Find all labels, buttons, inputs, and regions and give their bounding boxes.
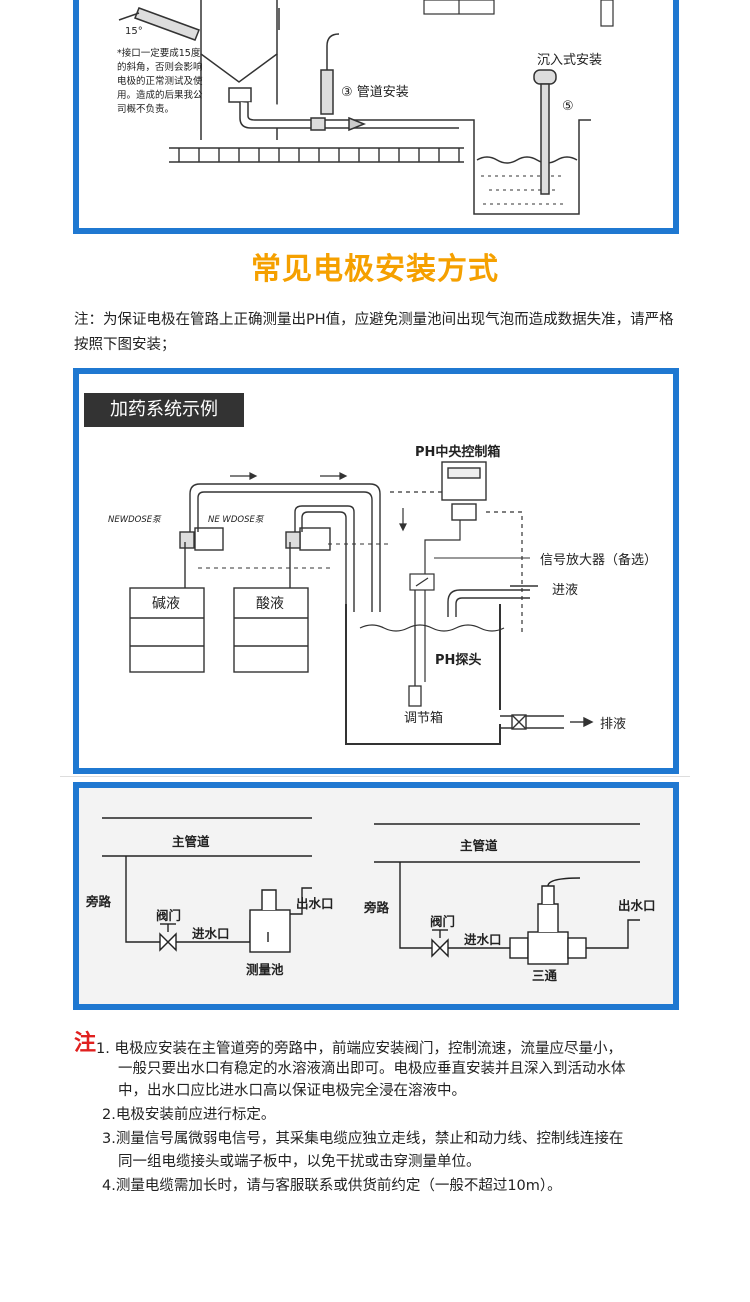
- acid-label: 酸液: [256, 596, 284, 612]
- right-main-pipe: 主管道: [460, 838, 498, 853]
- amplifier-label: 信号放大器（备选）: [540, 552, 657, 568]
- svg-text:电极的正常测试及使: 电极的正常测试及使: [117, 75, 203, 87]
- submerged-number: ⑤: [562, 99, 574, 114]
- angled-electrode: [118, 7, 200, 41]
- ground-line: [169, 147, 464, 163]
- alkali-barrel: [129, 587, 205, 673]
- pump-1: [179, 527, 224, 551]
- left-valve: 阀门: [156, 908, 181, 923]
- amplifier-box: [409, 573, 435, 591]
- top-right-fixtures: [423, 0, 614, 27]
- right-bypass-label: 旁路: [363, 900, 390, 915]
- note-1-line-3: 中，出水口应比进水口高以保证电极完全浸在溶液中。: [118, 1083, 466, 1099]
- submerged-electrode: [533, 69, 557, 195]
- feed-lines: [184, 483, 390, 612]
- tank: [200, 0, 280, 140]
- note-intro: 注：为保证电极在管路上正确测量出PH值，应避免测量池间出现气泡而造成数据失准，请…: [74, 312, 674, 353]
- note-1-line-1: 1. 电极应安装在主管道旁的旁路中，前端应安装阀门，控制流速，流量应尽量小，: [96, 1041, 622, 1057]
- controller-label: PH中央控制箱: [415, 444, 500, 460]
- left-main-pipe: 主管道: [172, 834, 210, 849]
- alkali-label: 碱液: [152, 596, 180, 612]
- notes-mark: 注: [74, 1031, 97, 1056]
- acid-barrel: [233, 587, 309, 673]
- dosing-frame: [73, 368, 679, 774]
- svg-text:用。造成的后果我公: 用。造成的后果我公: [117, 89, 203, 101]
- left-bypass: [102, 817, 312, 953]
- submerged-tank: [459, 119, 591, 215]
- svg-text:*接口一定要成15度: *接口一定要成15度: [117, 47, 201, 59]
- bypass-frame: [73, 782, 679, 1010]
- pipe-install-label: ③ 管道安装: [341, 85, 409, 100]
- left-inlet: 进水口: [192, 926, 230, 941]
- warning-text: *接口一定要成15度 的斜角，否则会影响 电极的正常测试及使 用。造成的后果我公…: [117, 47, 203, 115]
- dosing-title: 加药系统示例: [84, 393, 244, 427]
- probe: [408, 590, 422, 707]
- controller-wiring: [390, 491, 523, 682]
- svg-text:的斜角，否则会影响: 的斜角，否则会影响: [117, 61, 203, 73]
- section-title: 常见电极安装方式: [251, 252, 499, 287]
- left-cell: 测量池: [246, 962, 284, 977]
- pump1-label: NEWDOSE泵: [108, 515, 162, 525]
- right-tee: 三通: [532, 968, 558, 983]
- inlet-pipe: [447, 585, 538, 617]
- note-3-line-2: 同一组电缆接头或端子板中，以免干扰或击穿测量单位。: [118, 1154, 481, 1170]
- right-valve: 阀门: [430, 914, 455, 929]
- drain-label: 排液: [600, 717, 626, 732]
- tank-label: 调节箱: [404, 710, 443, 726]
- pipe-electrode: [320, 33, 340, 115]
- bypass-diagram: 主管道 旁路 阀门 进水口 出水口 测量池 主管道 旁路 阀门 进水口 出水口 …: [85, 817, 656, 983]
- flow-arrows: [230, 472, 407, 532]
- pump2-label: NE WDOSE泵: [208, 515, 265, 525]
- dosing-diagram: PH中央控制箱 NEWDOSE泵 NE WDOSE泵 碱液 酸液: [108, 444, 657, 745]
- top-installation-diagram: 15° *接口一定要成15度 的斜角，否则会影响 电极的正常测试及使 用。造成的…: [117, 0, 614, 215]
- right-inlet: 进水口: [464, 932, 502, 947]
- left-bypass-label: 旁路: [85, 894, 112, 909]
- controller-box: [441, 461, 487, 521]
- probe-label: PH探头: [435, 652, 481, 668]
- pump-2: [285, 527, 331, 551]
- right-bypass: [374, 823, 640, 965]
- right-outlet: 出水口: [618, 898, 656, 913]
- note-3-line-1: 3.测量信号属微弱电信号，其采集电缆应独立走线，禁止和动力线、控制线连接在: [102, 1131, 624, 1147]
- angle-label: 15°: [125, 26, 143, 37]
- top-diagram-frame: 15° *接口一定要成15度 的斜角，否则会影响 电极的正常测试及使 用。造成的…: [73, 0, 679, 234]
- inlet-label: 进液: [552, 583, 578, 598]
- outlet-pipe: [228, 87, 459, 132]
- drain-pipe: [500, 714, 594, 730]
- submerged-label: 沉入式安装: [537, 53, 602, 68]
- note-1-line-2: 一般只要出水口有稳定的水溶液滴出即可。电极应垂直安装并且深入到活动水体: [118, 1061, 626, 1077]
- adjust-tank: [345, 604, 505, 745]
- left-outlet: 出水口: [296, 896, 334, 911]
- section-divider: [60, 776, 690, 777]
- svg-text:司概不负责。: 司概不负责。: [117, 103, 174, 115]
- note-2: 2.电极安装前应进行标定。: [102, 1107, 276, 1123]
- note-4: 4.测量电缆需加长时，请与客服联系或供货前约定（一般不超过10m）。: [102, 1178, 562, 1194]
